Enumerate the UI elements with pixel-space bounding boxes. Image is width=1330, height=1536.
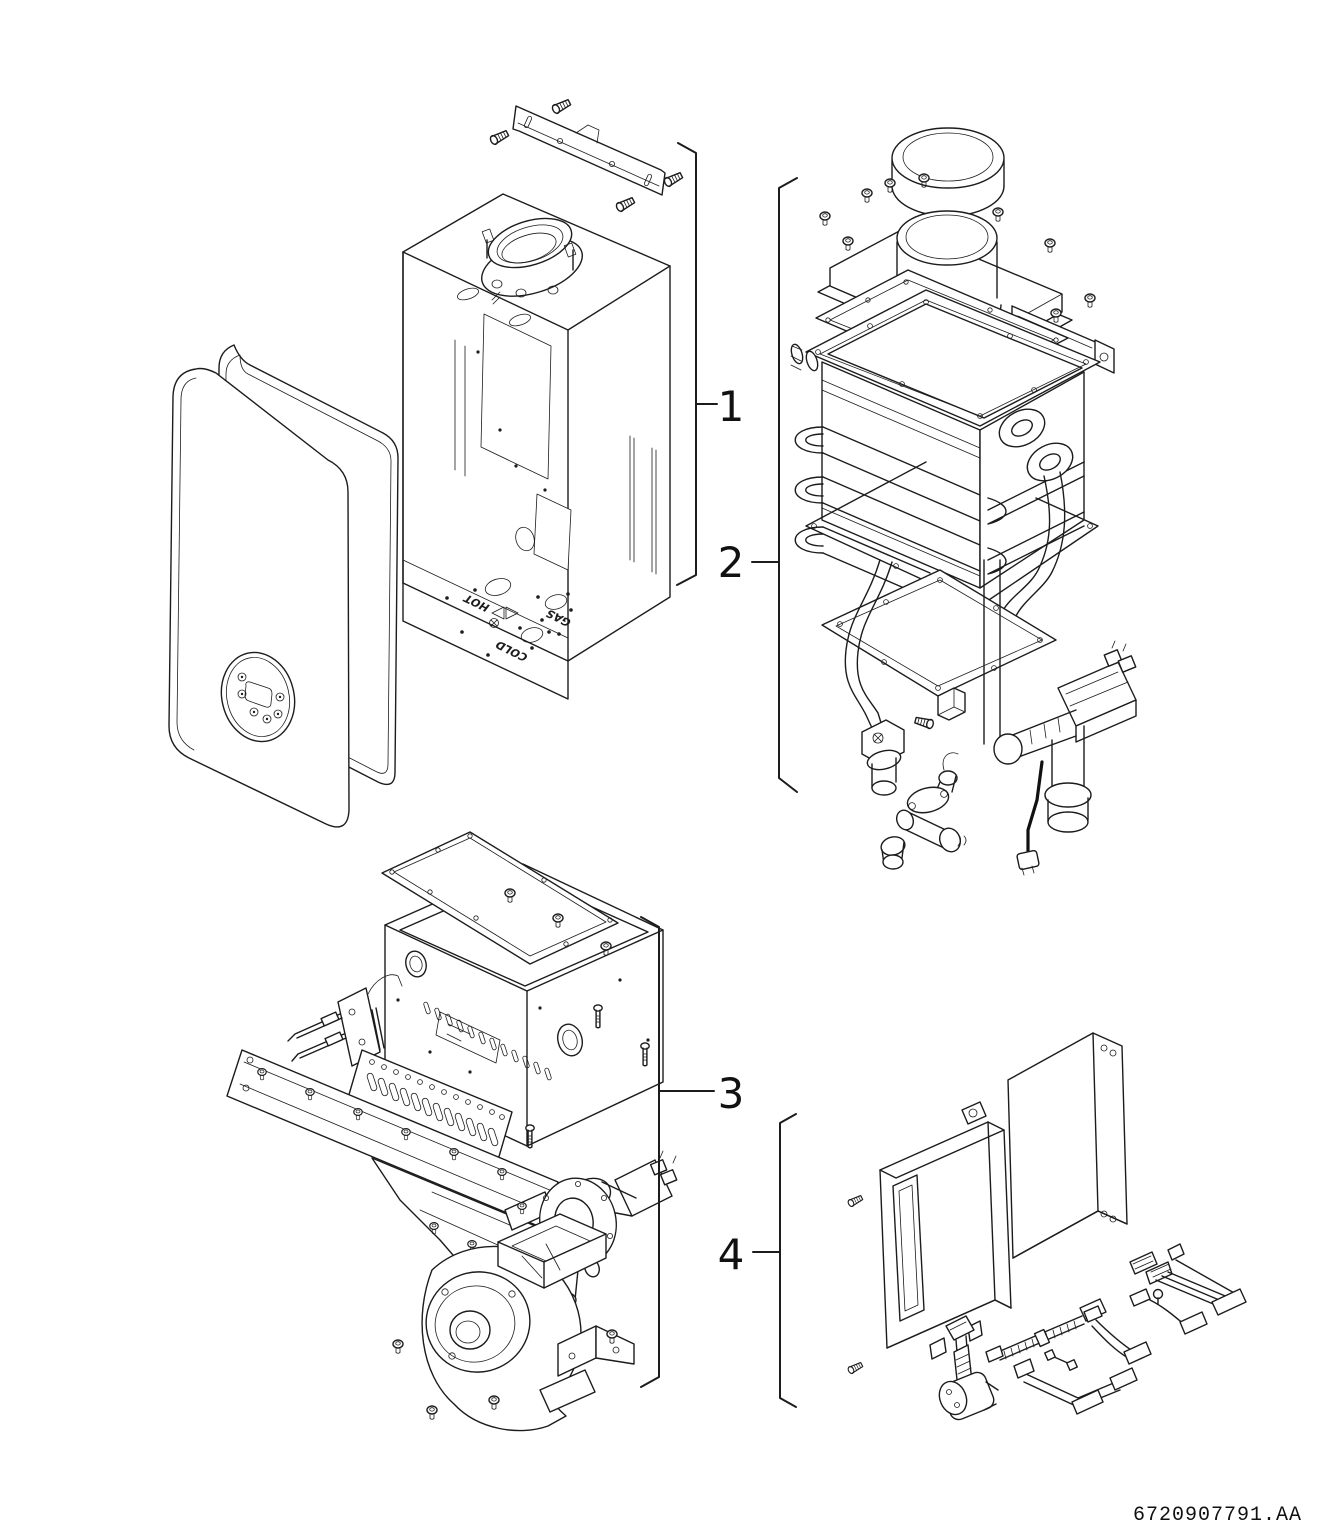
plate-slots [366,1072,499,1147]
fan-intake [497,1213,607,1289]
bracket-screw [614,195,637,214]
callout-label-1: 1 [718,382,745,431]
control-unit [879,1101,1012,1360]
gas-valve-actuator [993,640,1137,876]
bracket-screw [550,97,573,116]
callout-label-4: 4 [718,1230,745,1279]
wiring-harness [1013,1358,1138,1415]
wiring-harness [1044,1349,1078,1371]
group-1-enclosure: HOT GAS COLD [168,97,745,828]
group-3-burner: 3 [226,831,745,1432]
front-cover-panel [168,367,350,828]
water-pipes [844,559,1001,745]
mounting-plate [1007,1032,1128,1259]
wiring-harness [1083,1305,1152,1365]
bracket-screw [488,128,511,147]
group-2-heat-exchanger: 2 [718,127,1137,876]
heat-exchanger-block [790,289,1101,617]
serpentine-coil [794,426,1085,595]
wiring-harnesses [985,1243,1247,1415]
valve-wire [1026,760,1044,854]
flue-adapter-ring [891,127,1005,217]
flue-collar [480,217,584,305]
bracket-screw [662,170,685,189]
callout-bracket-4: 4 [718,1113,797,1408]
callout-bracket-2: 2 [718,177,798,793]
callout-label-2: 2 [718,538,745,587]
wiring-harness [1129,1243,1247,1316]
blower-fan [421,1213,635,1432]
fan-mounting-bracket [557,1325,635,1377]
callout-label-3: 3 [718,1069,745,1118]
coil-u-bends [998,408,1074,617]
wiring-harness [1129,1288,1208,1335]
casing-shell: HOT GAS COLD [402,193,671,700]
ignition-electrode [287,974,403,1067]
water-inlet-valve [880,752,967,870]
callout-bracket-3: 3 [640,916,745,1388]
power-plug [938,1371,999,1421]
side-grommets [790,343,819,372]
fin-pack-top [827,303,1083,419]
wall-mounting-bracket [488,97,685,214]
temperature-sensor [861,719,905,796]
power-cord [938,1315,999,1421]
pipe-clamp-and-screw [913,687,966,730]
control-unit-channel [892,1174,925,1322]
lower-gasket-frame [821,569,1057,697]
callout-bracket-1: 1 [676,142,745,586]
burner-face-slots [423,1001,552,1081]
group-4-controls: 4 [718,1032,1247,1421]
document-number: 6720907791.AA [1133,1504,1302,1527]
burner-top-gasket [381,831,619,965]
control-panel-dial [220,651,296,743]
